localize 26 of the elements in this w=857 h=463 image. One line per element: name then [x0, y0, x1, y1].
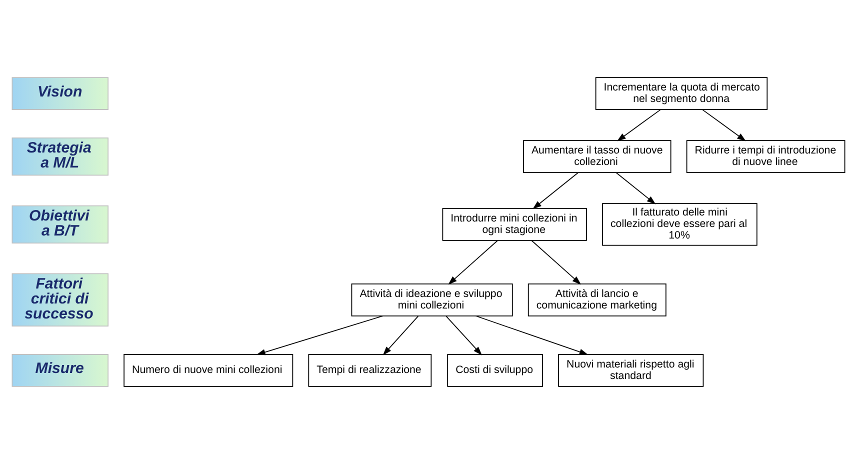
arrow [256, 314, 384, 355]
arrow [702, 108, 746, 141]
node-box: Aumentare il tasso di nuove collezioni [523, 140, 672, 172]
node-box: Ridurre i tempi di introduzione di nuove linee [686, 140, 846, 172]
node-box: Attività di lancio e comunicazione marketing [528, 282, 666, 316]
node-box: Obiettivi a B/T [12, 204, 108, 244]
node-box: Vision [12, 76, 108, 110]
node-box: Nuovi materiali rispetto agli standard [558, 354, 704, 386]
node-box: Introdurre mini collezioni in ogni stagione [442, 208, 587, 240]
node-box: Strategia a M/L [12, 136, 108, 176]
arrow [531, 240, 582, 284]
arrow [475, 314, 588, 354]
node-box: Incrementare la quota di mercato nel segmento donna [595, 76, 768, 110]
arrow [532, 172, 578, 209]
arrow [446, 315, 482, 355]
node-box: Misure [12, 354, 108, 386]
arrow [448, 240, 498, 284]
arrow [616, 172, 656, 204]
arrow [616, 108, 662, 141]
node-box: Tempi di realizzazione [308, 354, 432, 386]
arrow [382, 315, 419, 355]
node-box: Il fatturato delle mini collezioni deve essere pari al 10% [602, 202, 758, 246]
node-box: Numero di nuove mini collezioni [124, 354, 294, 386]
node-box: Attività di ideazione e sviluppo mini collezioni [351, 282, 513, 316]
node-box: Fattori critici di successo [12, 272, 108, 326]
node-box: Costi di sviluppo [447, 354, 543, 386]
